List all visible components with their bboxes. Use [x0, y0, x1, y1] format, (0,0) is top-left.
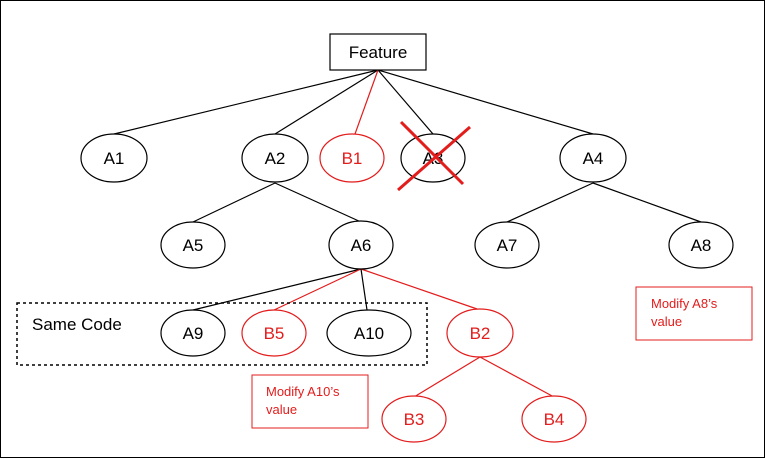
edge-feature-b1 [354, 69, 379, 135]
root-node: Feature [329, 33, 427, 71]
node-a10-label: A10 [354, 324, 384, 343]
node-a2-label: A2 [265, 149, 286, 168]
node-a1: A1 [80, 133, 148, 183]
edge-feature-a4 [377, 69, 594, 135]
node-a4-label: A4 [583, 149, 604, 168]
edge-a4-a7 [506, 182, 594, 223]
node-b1-label: B1 [342, 149, 363, 168]
same-code-group: Same Code [16, 302, 428, 366]
node-b3-label: B3 [404, 410, 425, 429]
node-a3: A3 [397, 120, 471, 192]
edge-a6-b5 [273, 268, 362, 311]
node-b3: B3 [381, 395, 447, 443]
node-a9-label: A9 [183, 324, 204, 343]
node-a2: A2 [241, 133, 309, 183]
edge-a2-a5 [192, 182, 276, 223]
node-b1: B1 [319, 133, 385, 183]
node-b5: B5 [241, 309, 307, 357]
node-a8-label: A8 [691, 236, 712, 255]
node-b4-label: B4 [544, 410, 565, 429]
node-a7: A7 [474, 221, 540, 269]
note-modify-a10: Modify A10’s value [251, 374, 369, 429]
node-a4: A4 [559, 133, 627, 183]
edge-a2-a6 [274, 182, 362, 223]
deleted-cross-icon [397, 120, 471, 192]
node-a5-label: A5 [183, 236, 204, 255]
black-edges [113, 69, 702, 311]
node-a9: A9 [160, 309, 226, 357]
node-a5: A5 [160, 221, 226, 269]
node-a10: A10 [326, 309, 412, 357]
node-a7-label: A7 [497, 236, 518, 255]
note-a10-line2: value [266, 402, 297, 417]
red-edges [273, 69, 555, 398]
node-b2: B2 [446, 308, 514, 358]
node-a8: A8 [668, 221, 734, 269]
same-code-label: Same Code [32, 315, 122, 334]
edge-feature-a1 [113, 69, 379, 135]
node-a6-label: A6 [351, 236, 372, 255]
edge-a6-a9 [192, 268, 362, 311]
node-b5-label: B5 [264, 324, 285, 343]
edge-b2-b3 [413, 356, 481, 398]
root-label: Feature [349, 43, 408, 62]
note-modify-a8: Modify A8’s value [635, 286, 753, 341]
note-a10-line1: Modify A10’s [266, 384, 340, 399]
edge-feature-a2 [274, 69, 379, 135]
edge-a4-a8 [592, 182, 702, 223]
edge-a6-a10 [360, 268, 368, 311]
node-b4: B4 [521, 395, 587, 443]
node-b2-label: B2 [470, 324, 491, 343]
node-a1-label: A1 [104, 149, 125, 168]
edge-a6-b2 [360, 268, 481, 311]
edge-b2-b4 [479, 356, 555, 398]
note-a8-line1: Modify A8’s [651, 296, 718, 311]
node-a6: A6 [328, 220, 394, 270]
edge-feature-a3 [377, 69, 434, 135]
note-a8-line2: value [651, 314, 682, 329]
